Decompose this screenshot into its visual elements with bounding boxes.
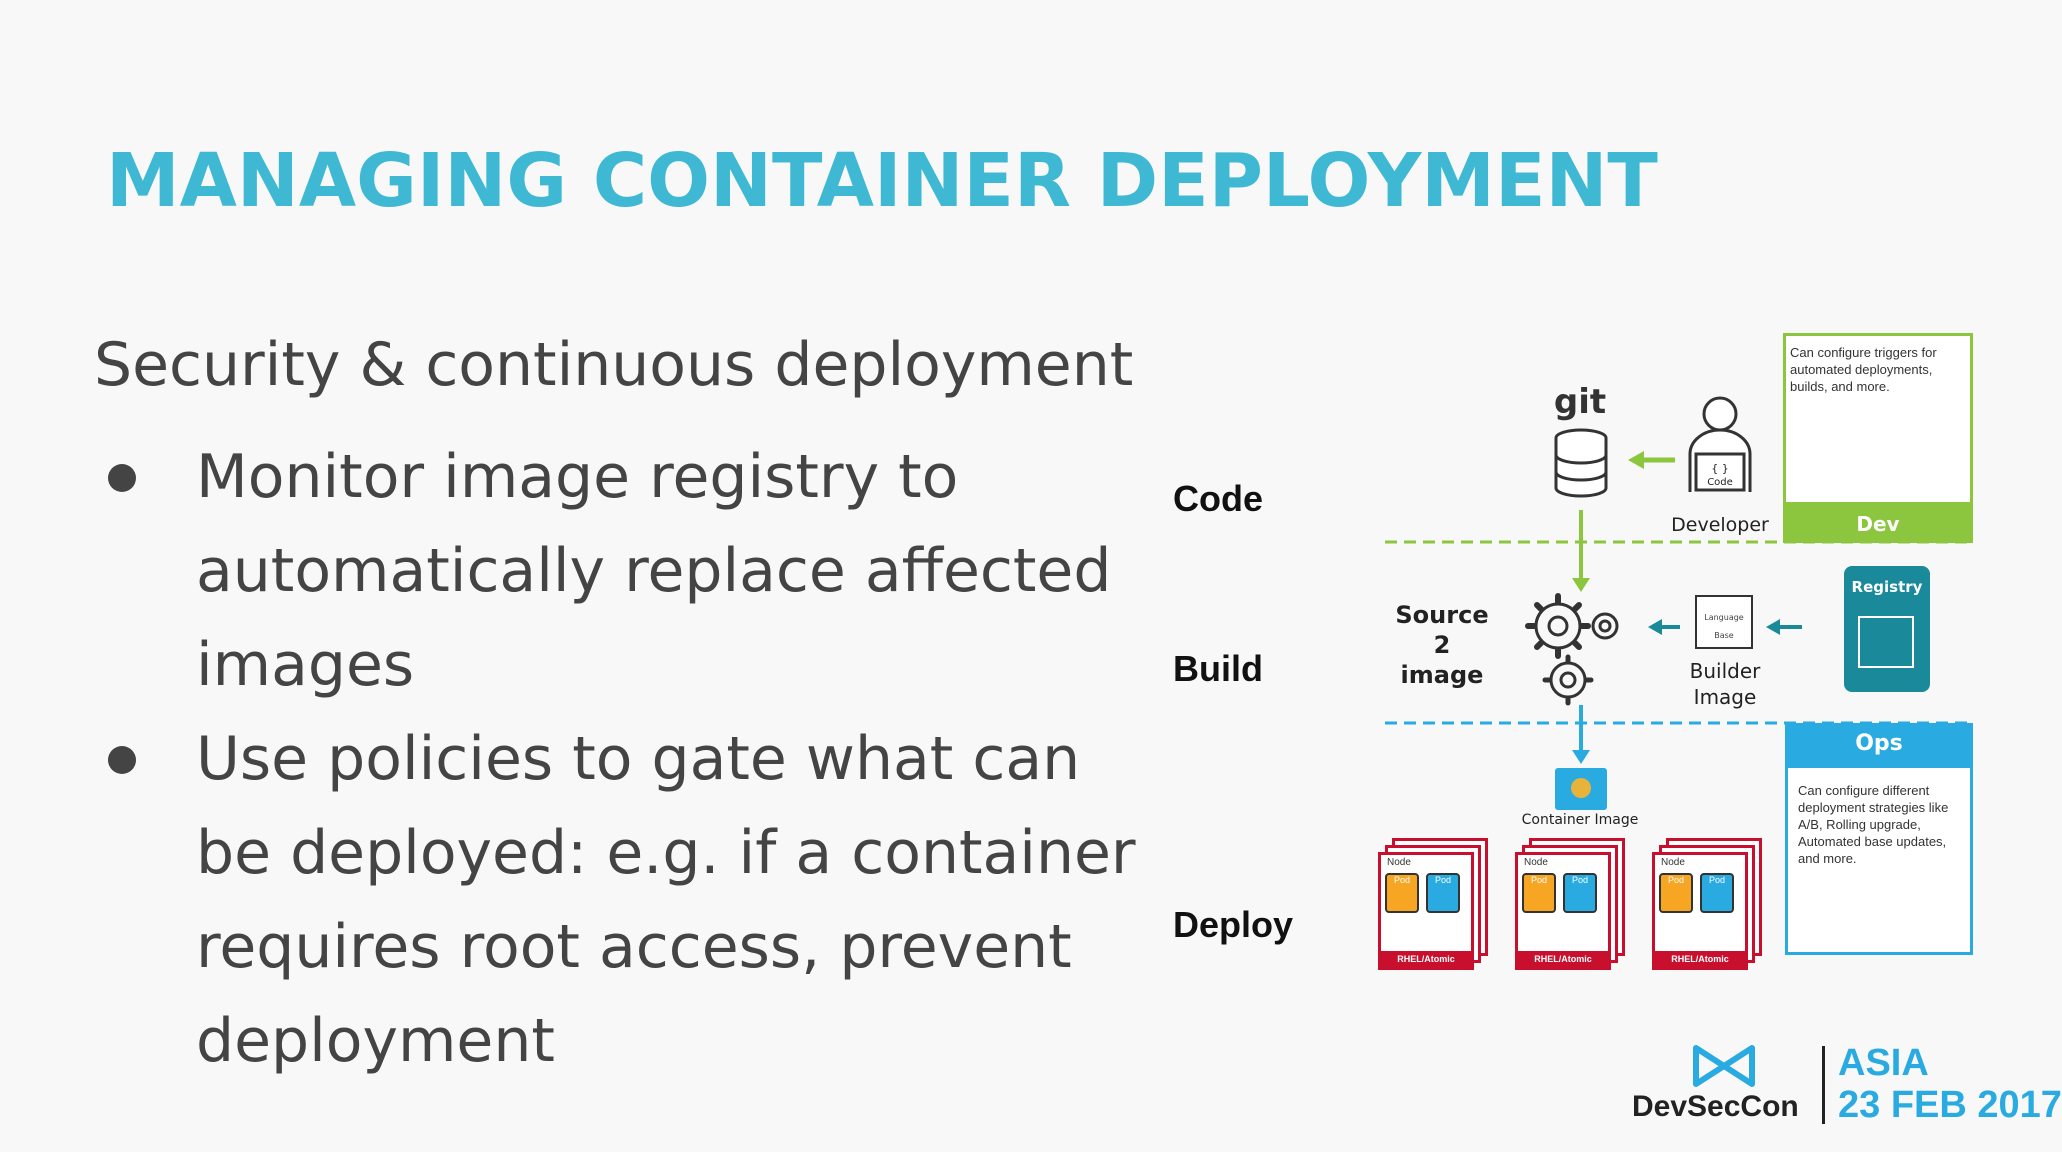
- code-screen-label: Code: [1707, 477, 1733, 488]
- developer-icon: [1688, 396, 1752, 492]
- logo-date: 23 FEB 2017: [1838, 1084, 2062, 1126]
- devseccon-bowtie-icon: [1693, 1045, 1755, 1087]
- bullet-dot-icon: [108, 746, 136, 774]
- ops-note-box: Can configure different deployment strat…: [1785, 765, 1973, 955]
- slide-subtitle: Security & continuous deployment: [94, 330, 1134, 400]
- logo-name: DevSecCon: [1632, 1090, 1799, 1123]
- bullet-dot-icon: [108, 464, 136, 492]
- developer-label: Developer: [1671, 514, 1769, 536]
- builder-image-icon: Language Base: [1695, 595, 1753, 649]
- stage-label-build: Build: [1173, 648, 1263, 689]
- container-image-icon: [1555, 768, 1607, 810]
- git-label: git: [1553, 382, 1607, 422]
- node-card: Node Pod Pod RHEL/Atomic: [1515, 838, 1625, 970]
- code-tag: { }: [1711, 462, 1729, 475]
- diagram-lines: [1385, 451, 1970, 764]
- bullet-list: Monitor image registry to automatically …: [102, 430, 1142, 1088]
- database-icon: [1554, 428, 1608, 498]
- openshift-pipeline-diagram: git { } Code Developer Can configure tri…: [1360, 320, 2000, 990]
- container-image-label: Container Image: [1521, 812, 1639, 828]
- bullet-item: Monitor image registry to automatically …: [102, 430, 1142, 712]
- gears-icon: [1525, 593, 1619, 706]
- logo-region: ASIA: [1838, 1042, 1929, 1084]
- node-card: Node Pod Pod RHEL/Atomic: [1378, 838, 1488, 970]
- ops-label-bar: Ops: [1785, 723, 1973, 765]
- node-card: Node Pod Pod RHEL/Atomic: [1652, 838, 1762, 970]
- dev-label-bar: Dev: [1783, 505, 1973, 543]
- dev-note-box: Can configure triggers for automated dep…: [1783, 333, 1973, 505]
- devseccon-logo: DevSecCon ASIA 23 FEB 2017: [1632, 1040, 2062, 1140]
- logo-divider: [1822, 1046, 1825, 1124]
- stage-label-deploy: Deploy: [1173, 904, 1294, 945]
- stage-label-code: Code: [1173, 478, 1263, 519]
- bullet-item: Use policies to gate what can be deploye…: [102, 712, 1142, 1088]
- registry-icon: Registry: [1844, 566, 1930, 692]
- slide-title: MANAGING CONTAINER DEPLOYMENT: [106, 138, 1658, 224]
